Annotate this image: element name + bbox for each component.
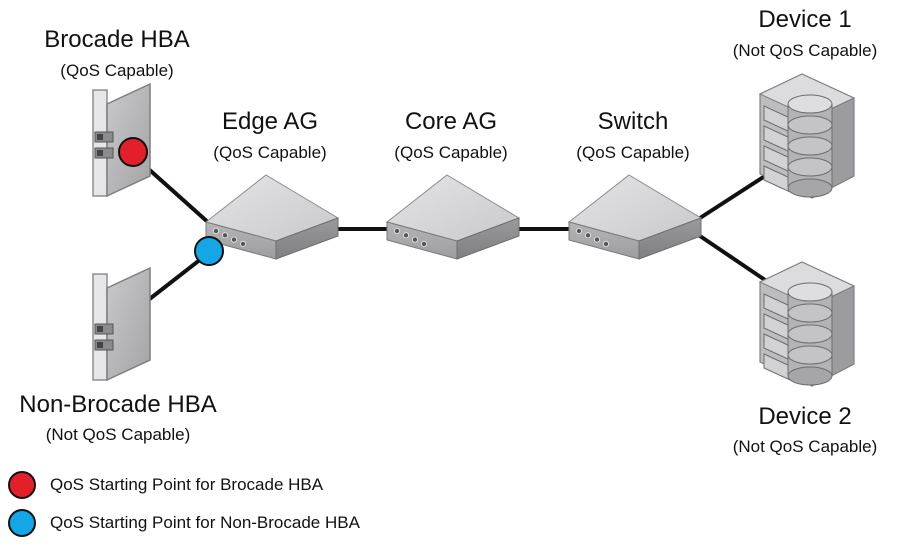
device1-note: (Not QoS Capable) — [732, 41, 878, 60]
switch-note: (QoS Capable) — [576, 143, 690, 162]
brocade-hba-label: Brocade HBA — [44, 26, 190, 53]
non-brocade-qos-start-marker — [194, 236, 224, 266]
device2-note: (Not QoS Capable) — [732, 437, 878, 456]
port-icon — [402, 232, 409, 239]
non-brocade-hba-note: (Not QoS Capable) — [45, 425, 191, 444]
port-icon — [576, 227, 583, 234]
device2-storage-icon — [758, 261, 856, 387]
non-brocade-hba-card — [92, 266, 151, 382]
port-icon — [603, 240, 610, 247]
legend-label: QoS Starting Point for Brocade HBA — [50, 475, 324, 494]
brocade-qos-start-marker — [118, 137, 148, 167]
port-icon — [393, 227, 400, 234]
port-icon — [239, 240, 246, 247]
legend-label: QoS Starting Point for Non-Brocade HBA — [50, 513, 360, 532]
edge-ag-note: (QoS Capable) — [213, 143, 327, 162]
legend-blue-dot-icon — [8, 509, 36, 537]
port-icon — [411, 236, 418, 243]
device1-storage-icon — [758, 73, 856, 199]
legend-red-dot-icon — [8, 471, 36, 499]
legend-item-non-brocade: QoS Starting Point for Non-Brocade HBA — [8, 509, 360, 537]
core-ag-device — [385, 174, 521, 260]
core-ag-label: Core AG — [404, 108, 498, 135]
device1-label: Device 1 — [758, 6, 852, 33]
link-switch-device2 — [698, 234, 770, 284]
edge-ag-label: Edge AG — [221, 108, 319, 135]
port-icon — [594, 236, 601, 243]
edge-ag-device — [204, 174, 340, 260]
switch-device — [567, 174, 703, 260]
port-icon — [221, 232, 228, 239]
device2-label: Device 2 — [758, 403, 852, 430]
port-icon — [230, 236, 237, 243]
core-ag-note: (QoS Capable) — [394, 143, 508, 162]
brocade-hba-note: (QoS Capable) — [60, 61, 174, 80]
legend-item-brocade: QoS Starting Point for Brocade HBA — [8, 471, 323, 499]
link-switch-device1 — [698, 172, 770, 220]
port-icon — [212, 227, 219, 234]
switch-label: Switch — [597, 108, 669, 135]
port-icon — [420, 240, 427, 247]
non-brocade-hba-label: Non-Brocade HBA — [19, 391, 217, 418]
port-icon — [585, 232, 592, 239]
